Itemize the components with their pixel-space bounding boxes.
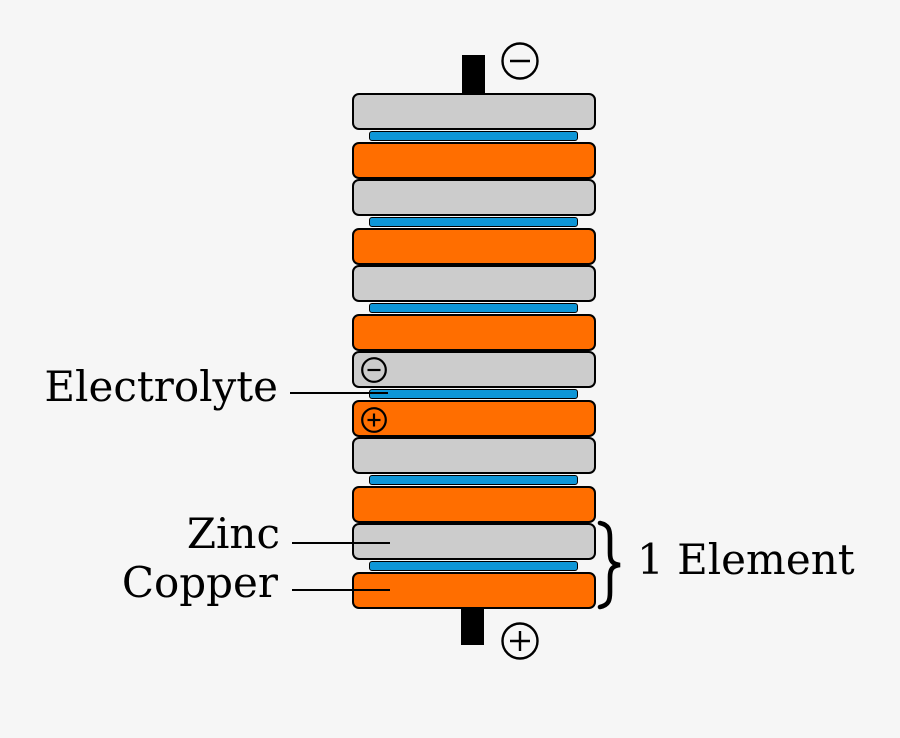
electrolyte-plate: [369, 561, 578, 571]
zinc-plate: [352, 265, 596, 302]
positive-terminal: [461, 605, 484, 645]
plus-circle-icon: [500, 621, 540, 665]
copper-plate: [352, 228, 596, 265]
element-label: 1 Element: [637, 535, 855, 584]
electrolyte-plate: [369, 131, 578, 141]
copper-pointer-line: [292, 589, 390, 591]
copper-plate: [352, 142, 596, 179]
element-brace: [597, 520, 627, 614]
zinc-plate: [352, 351, 596, 388]
negative-terminal: [462, 55, 485, 95]
copper-label: Copper: [121, 558, 278, 607]
copper-plate: [352, 400, 596, 437]
copper-plate: [352, 314, 596, 351]
electrolyte-pointer-line: [290, 392, 388, 394]
electrolyte-plate: [369, 303, 578, 313]
zinc-pointer-line: [292, 542, 390, 544]
copper-plate: [352, 486, 596, 523]
electrolyte-plate: [369, 389, 578, 399]
zinc-plate: [352, 437, 596, 474]
electrolyte-plate: [369, 217, 578, 227]
zinc-plate: [352, 179, 596, 216]
zinc-label: Zinc: [186, 509, 280, 558]
minus-circle-icon: [500, 41, 540, 85]
zinc-plate: [352, 523, 596, 560]
electrolyte-plate: [369, 475, 578, 485]
electrolyte-label: Electrolyte: [44, 362, 278, 411]
zinc-plate: [352, 93, 596, 130]
cell-minus-icon: [360, 356, 388, 388]
cell-plus-icon: [360, 406, 388, 438]
